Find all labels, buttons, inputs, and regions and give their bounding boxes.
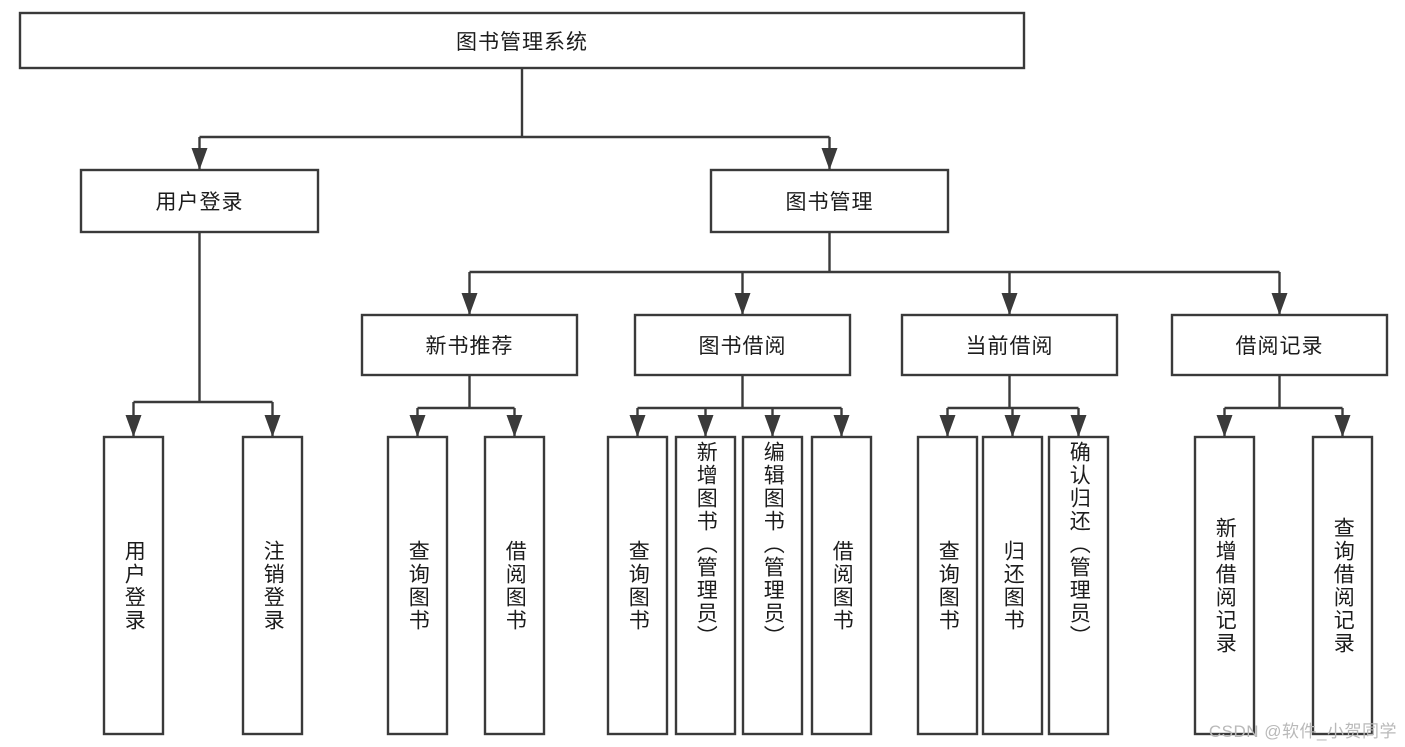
level2-node-box[interactable] (633, 313, 852, 377)
level2-3-to-leaves-arrowhead-0 (1216, 415, 1233, 437)
leaf-node-box[interactable] (1047, 435, 1110, 736)
books-to-level2-arrowhead-2 (1001, 293, 1018, 315)
node-box-layer (18, 11, 1389, 736)
level2-node-box[interactable] (360, 313, 579, 377)
leaf-node-box[interactable] (102, 435, 165, 736)
leaf-node-box[interactable] (674, 435, 737, 736)
level2-1-to-leaves-arrowhead-0 (629, 415, 646, 437)
leaf-node-box[interactable] (810, 435, 873, 736)
connector-layer (125, 68, 1351, 437)
level2-1-to-leaves-arrowhead-1 (697, 415, 714, 437)
level2-2-to-leaves-arrowhead-2 (1070, 415, 1087, 437)
login-to-leaves-arrowhead-0 (125, 415, 142, 437)
level2-node-box[interactable] (1170, 313, 1389, 377)
level2-0-to-leaves-arrowhead-0 (409, 415, 426, 437)
root-node-box[interactable] (18, 11, 1026, 70)
level2-2-to-leaves-arrowhead-0 (939, 415, 956, 437)
level1-node-box[interactable] (79, 168, 320, 234)
root-to-level1-arrowhead-0 (191, 148, 208, 170)
level1-node-box[interactable] (709, 168, 950, 234)
level2-3-to-leaves-arrowhead-1 (1334, 415, 1351, 437)
csdn-watermark: CSDN @软件_小贺同学 (1208, 722, 1397, 741)
leaf-node-box[interactable] (1193, 435, 1256, 736)
leaf-node-box[interactable] (606, 435, 669, 736)
leaf-node-box[interactable] (741, 435, 804, 736)
leaf-node-box[interactable] (386, 435, 449, 736)
leaf-node-box[interactable] (483, 435, 546, 736)
books-to-level2-arrowhead-0 (461, 293, 478, 315)
books-to-level2-arrowhead-1 (734, 293, 751, 315)
leaf-node-box[interactable] (241, 435, 304, 736)
level2-0-to-leaves-arrowhead-1 (506, 415, 523, 437)
level2-1-to-leaves-arrowhead-3 (833, 415, 850, 437)
login-to-leaves-arrowhead-1 (264, 415, 281, 437)
level2-1-to-leaves-arrowhead-2 (764, 415, 781, 437)
leaf-node-box[interactable] (916, 435, 979, 736)
leaf-node-box[interactable] (981, 435, 1044, 736)
level2-node-box[interactable] (900, 313, 1119, 377)
leaf-node-box[interactable] (1311, 435, 1374, 736)
books-to-level2-arrowhead-3 (1271, 293, 1288, 315)
root-to-level1-arrowhead-1 (821, 148, 838, 170)
level2-2-to-leaves-arrowhead-1 (1004, 415, 1021, 437)
